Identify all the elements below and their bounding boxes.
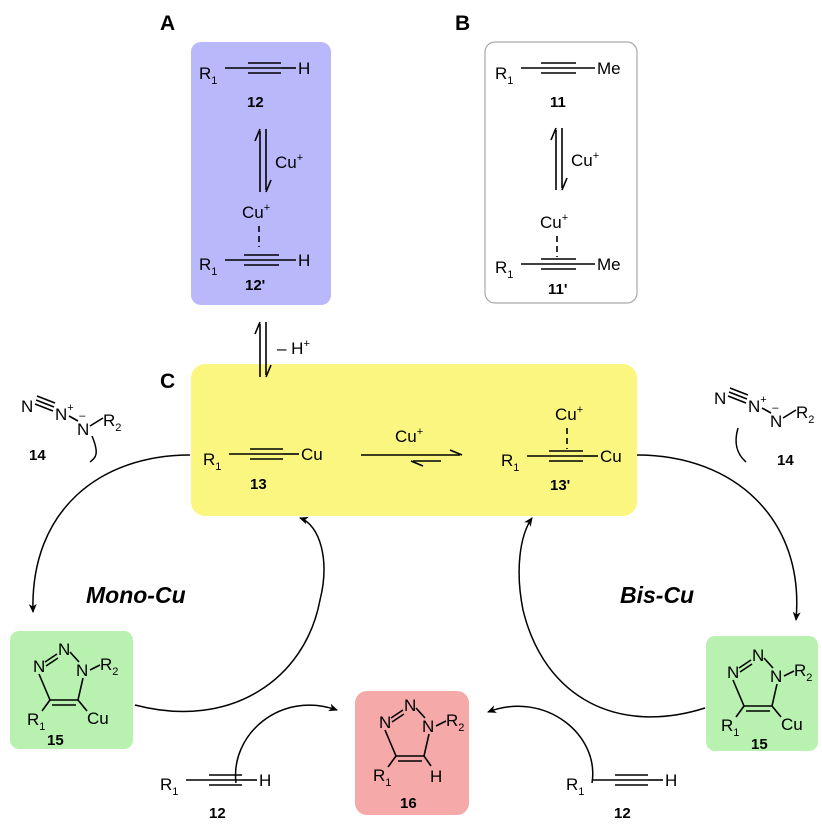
panel-c-box (191, 364, 637, 516)
deprotonation-arrow (254, 321, 272, 378)
compound-label-14-left: 14 (29, 447, 46, 464)
cu-plus-reagent-c: Cu+ (395, 426, 423, 446)
compound-label-15-right: 15 (751, 736, 768, 753)
compound-label-12-top: 12 (247, 94, 264, 111)
alkyne-12-bottom-right: R1 H (566, 771, 677, 798)
svg-text:Me: Me (597, 59, 621, 78)
compound-label-13: 13 (250, 476, 267, 493)
svg-text:R2: R2 (103, 411, 121, 434)
triazole-cu-box-right (706, 636, 818, 751)
compound-label-13p: 13' (550, 477, 570, 494)
bis-cu-cycle-arrows (487, 427, 801, 784)
cu-alkyne-complex-11p: Cu+ R1 Me (495, 212, 621, 281)
svg-text:Cu: Cu (600, 447, 622, 466)
cu-plus-reagent-b: Cu+ (571, 150, 599, 170)
svg-text:N: N (770, 667, 782, 686)
svg-text:R1: R1 (199, 255, 217, 278)
svg-text:H: H (665, 771, 677, 790)
svg-text:Cu+: Cu+ (540, 212, 568, 232)
svg-text:R2: R2 (794, 661, 812, 684)
svg-text:R2: R2 (100, 655, 118, 678)
svg-text:R1: R1 (160, 775, 178, 798)
svg-text:N–: N– (77, 410, 89, 439)
svg-text:N: N (422, 717, 434, 736)
svg-text:N: N (33, 657, 45, 676)
svg-text:N: N (404, 696, 416, 715)
azide-14-right: N N+ N– R2 (714, 387, 814, 431)
cu-alkyne-complex-12p: Cu+ R1 H (199, 202, 310, 278)
alkyne-12-top: R1 H (199, 59, 310, 87)
svg-text:R1: R1 (721, 716, 739, 739)
svg-text:N: N (714, 389, 726, 408)
deprotonation-label: – H+ (277, 338, 310, 358)
compound-label-12p: 12' (245, 277, 265, 294)
panel-a-box (191, 42, 331, 305)
copper-triazolide-15-left: N N N R2 R1 Cu (27, 640, 118, 733)
svg-text:Cu+: Cu+ (242, 202, 270, 222)
svg-text:H: H (430, 767, 442, 786)
product-box (355, 691, 469, 815)
svg-text:H: H (259, 771, 271, 790)
svg-text:R2: R2 (446, 711, 464, 734)
svg-text:R1: R1 (373, 766, 391, 789)
bis-cu-label: Bis-Cu (620, 582, 694, 608)
svg-text:R1: R1 (203, 450, 221, 473)
svg-text:N: N (379, 713, 391, 732)
copper-triazolide-15-right: N N N R2 R1 Cu (721, 646, 812, 739)
svg-text:H: H (298, 59, 310, 78)
svg-text:N–: N– (770, 402, 782, 431)
azide-14-left: N N+ N– R2 (21, 395, 121, 439)
alkyne-12-bottom-left: R1 H (160, 771, 271, 798)
compound-label-11p: 11' (548, 281, 567, 298)
svg-text:N: N (76, 661, 88, 680)
triazole-cu-box-left (10, 631, 133, 749)
svg-text:R1: R1 (495, 64, 513, 87)
alkyne-11: R1 Me (495, 59, 621, 87)
svg-text:R1: R1 (199, 64, 217, 87)
panel-label-b: B (455, 12, 470, 35)
svg-text:Cu+: Cu+ (555, 404, 583, 424)
cu-plus-reagent-a: Cu+ (275, 152, 303, 172)
svg-text:N: N (21, 397, 33, 416)
svg-text:R1: R1 (501, 451, 519, 474)
equilibrium-arrow-a (254, 128, 272, 193)
svg-text:R1: R1 (27, 710, 45, 733)
triazole-product-16: N N N R2 R1 H (373, 696, 464, 789)
svg-text:N: N (727, 663, 739, 682)
svg-text:R2: R2 (796, 403, 814, 426)
compound-label-16: 16 (400, 795, 417, 812)
equilibrium-arrow-c (361, 449, 463, 467)
panel-label-a: A (160, 12, 175, 35)
panel-b-box (484, 41, 638, 304)
copper-acetylide-13: R1 Cu (203, 445, 323, 473)
compound-label-12-bottom-right: 12 (614, 805, 631, 822)
compound-label-15-left: 15 (47, 732, 64, 749)
svg-text:N: N (752, 646, 764, 665)
svg-text:Cu: Cu (781, 715, 803, 734)
compound-label-12-bottom-left: 12 (209, 805, 226, 822)
svg-text:R1: R1 (566, 775, 584, 798)
bis-copper-acetylide-13p: Cu+ R1 Cu (501, 404, 622, 474)
svg-text:H: H (298, 251, 310, 270)
svg-text:Me: Me (597, 255, 621, 274)
svg-text:Cu: Cu (87, 709, 109, 728)
svg-text:N+: N+ (55, 402, 74, 424)
mono-cu-cycle-arrows (28, 435, 338, 784)
svg-text:R1: R1 (495, 258, 513, 281)
compound-label-14-right: 14 (777, 452, 794, 469)
compound-label-11: 11 (550, 94, 566, 111)
mono-cu-label: Mono-Cu (86, 582, 186, 608)
svg-text:Cu: Cu (301, 445, 323, 464)
svg-text:N: N (58, 640, 70, 659)
equilibrium-arrow-b (550, 127, 568, 191)
panel-label-c: C (160, 370, 175, 393)
svg-text:N+: N+ (748, 394, 767, 416)
